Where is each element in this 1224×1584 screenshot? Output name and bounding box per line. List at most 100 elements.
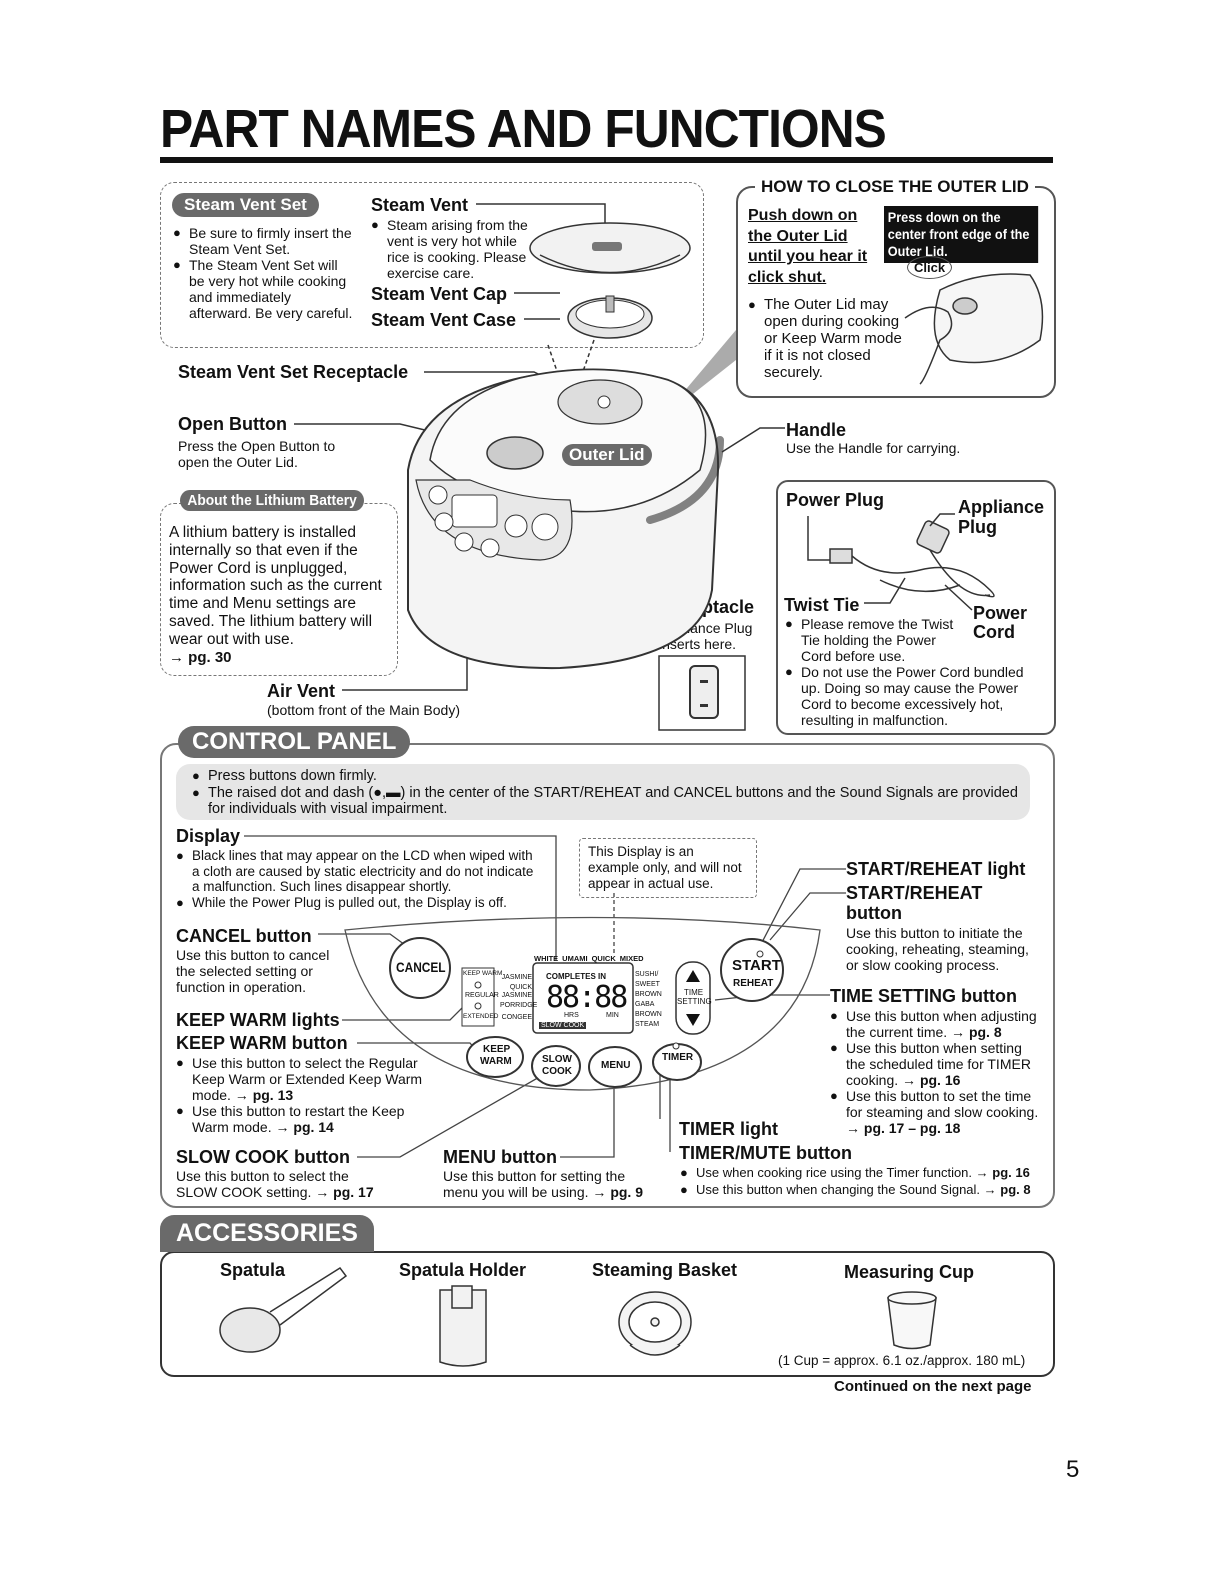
handle-label: Handle: [786, 420, 847, 440]
start-note: Use this button to initiate the cooking,…: [846, 925, 1029, 973]
steam-vent-label: Steam Vent: [371, 195, 469, 215]
click-label: Click: [907, 256, 953, 279]
menu-sushi-sweet: SUSHI/ SWEET: [635, 971, 660, 988]
slow-cook-note-text: Use this button to select the SLOW COOK …: [176, 1168, 349, 1200]
steam-vent-set-note-2: The Steam Vent Set will be very hot whil…: [173, 257, 355, 321]
menu-label: MENU button: [443, 1147, 557, 1167]
keep-warm-note-1-text: Use this button to select the Regular Ke…: [192, 1055, 423, 1103]
display-note-1: Black lines that may appear on the LCD w…: [176, 848, 541, 895]
steam-vent-cap-icon: [529, 222, 691, 274]
receptacle-label: Steam Vent Set Receptacle: [178, 362, 409, 382]
panel-min: MIN: [606, 1012, 619, 1019]
accessories-box: [160, 1251, 1055, 1377]
start-light-label: START/REHEAT light: [846, 859, 1026, 879]
power-note-1: Please remove the Twist Tie holding the …: [785, 616, 1040, 664]
page-title: PART NAMES AND FUNCTIONS: [160, 99, 887, 159]
power-notes: Please remove the Twist Tie holding the …: [785, 616, 1040, 728]
panel-right-menus: SUSHI/ SWEET BROWN GABA BROWN STEAM: [635, 970, 665, 1030]
menu-jasmine: JASMINE: [501, 974, 532, 981]
keep-warm-note-1: Use this button to select the Regular Ke…: [176, 1055, 426, 1103]
time-setting-label: TIME SETTING button: [830, 986, 1017, 1006]
accessory-steaming-basket: Steaming Basket: [592, 1260, 738, 1280]
timer-note-1-ref: pg. 16: [992, 1165, 1030, 1180]
cancel-label: CANCEL button: [176, 926, 312, 946]
timer-note-2: Use this button when changing the Sound …: [680, 1181, 1050, 1198]
outer-lid-pill: Outer Lid: [562, 444, 652, 466]
panel-completes-in: COMPLETES IN: [546, 972, 607, 981]
timer-note-1: Use when cooking rice using the Timer fu…: [680, 1164, 1050, 1181]
menu-umami: UMAMI: [562, 954, 588, 963]
outer-lid-note-text: The Outer Lid may open during cooking or…: [748, 296, 913, 381]
slow-cook-label: SLOW COOK button: [176, 1147, 350, 1167]
panel-timer-text[interactable]: TIMER: [662, 1052, 694, 1063]
panel-reheat-text[interactable]: REHEAT: [733, 978, 774, 989]
steam-vent-note-text: Steam arising from the vent is very hot …: [371, 217, 541, 281]
slow-cook-note: Use this button to select the SLOW COOK …: [176, 1168, 391, 1200]
panel-setting-text[interactable]: SETTING: [677, 997, 712, 1006]
timer-mute-label: TIMER/MUTE button: [679, 1143, 852, 1163]
open-button-note: Press the Open Button to open the Outer …: [178, 438, 336, 470]
display-label: Display: [176, 826, 241, 846]
handle-note: Use the Handle for carrying.: [786, 440, 961, 456]
steam-vent-set-pill: Steam Vent Set: [172, 193, 319, 217]
time-setting-note-1-ref: pg. 8: [968, 1024, 1002, 1040]
steam-vent-case-icon: [567, 295, 653, 339]
air-vent-note: (bottom front of the Main Body): [267, 702, 460, 718]
panel-time-text[interactable]: TIME: [684, 988, 704, 997]
panel-top-menus: WHITE UMAMI QUICK MIXED: [534, 954, 644, 963]
time-setting-note-3: Use this button to set the time for stea…: [830, 1088, 1045, 1136]
start-button-label: START/REHEAT button: [846, 883, 983, 923]
outer-lid-heading: HOW TO CLOSE THE OUTER LID: [755, 177, 1035, 197]
power-plug-box: [776, 480, 1056, 735]
accessory-spatula-holder: Spatula Holder: [399, 1260, 527, 1280]
timer-light-label: TIMER light: [679, 1119, 778, 1139]
steaming-basket-icon: [618, 1291, 692, 1356]
display-example: This Display is an example only, and wil…: [579, 838, 757, 898]
panel-start-text[interactable]: START: [732, 957, 781, 974]
appliance-plug-label: Appliance Plug: [958, 497, 1045, 537]
time-setting-note-1-text: Use this button when adjusting the curre…: [846, 1008, 1037, 1040]
menu-ref: pg. 9: [610, 1184, 643, 1200]
display-notes: Black lines that may appear on the LCD w…: [176, 848, 541, 910]
panel-kw-regular: REGULAR: [465, 992, 499, 999]
panel-cancel-button[interactable]: CANCEL: [396, 959, 446, 975]
outer-lid-callout: Press down on the center front edge of t…: [884, 206, 1039, 263]
power-note-2: Do not use the Power Cord bundled up. Do…: [785, 664, 1040, 728]
panel-warm-text[interactable]: WARM: [480, 1056, 512, 1067]
menu-white: WHITE: [534, 954, 559, 963]
steam-vent-set-notes: Be sure to firmly insert the Steam Vent …: [173, 225, 355, 321]
menu-gaba-brown: GABA BROWN: [635, 1001, 662, 1018]
control-panel-note-2: The raised dot and dash (●,▬) in the cen…: [192, 785, 1022, 818]
panel-keep-text[interactable]: KEEP: [483, 1044, 511, 1055]
control-panel-notes: Press buttons down firmly. The raised do…: [192, 768, 1022, 818]
panel-digits: 88:88: [546, 980, 628, 1015]
accessory-spatula: Spatula: [220, 1260, 286, 1280]
panel-slow-text[interactable]: SLOW: [542, 1054, 572, 1065]
timer-note-1-text: Use when cooking rice using the Timer fu…: [696, 1165, 989, 1180]
cup-note: (1 Cup = approx. 6.1 oz./approx. 180 mL): [778, 1353, 1026, 1368]
time-setting-note-2-ref: pg. 16: [919, 1072, 961, 1088]
power-plug-label: Power Plug: [786, 490, 885, 510]
time-setting-note-3-ref: pg. 17 – pg. 18: [863, 1120, 961, 1136]
menu-quick: QUICK: [591, 954, 616, 963]
keep-warm-lights-label: KEEP WARM lights: [176, 1010, 340, 1030]
menu-note-text: Use this button for setting the menu you…: [443, 1168, 626, 1200]
keep-warm-notes: Use this button to select the Regular Ke…: [176, 1055, 426, 1135]
lithium-pill: About the Lithium Battery: [180, 490, 365, 511]
spatula-holder-icon: [439, 1285, 487, 1367]
title-rule: [160, 157, 1053, 163]
menu-porridge: PORRIDGE: [500, 1002, 538, 1009]
plug-receptacle-icon: [658, 655, 746, 731]
time-setting-note-3-text: Use this button to set the time for stea…: [846, 1088, 1039, 1136]
menu-note: Use this button for setting the menu you…: [443, 1168, 658, 1200]
timer-notes: Use when cooking rice using the Timer fu…: [680, 1164, 1050, 1198]
air-vent-label: Air Vent: [267, 681, 336, 701]
panel-menu-text[interactable]: MENU: [601, 1060, 631, 1071]
menu-brown: BROWN: [635, 991, 662, 998]
slow-cook-ref: pg. 17: [333, 1184, 374, 1200]
keep-warm-note-2-ref: pg. 14: [293, 1119, 334, 1135]
steam-vent-note: Steam arising from the vent is very hot …: [371, 217, 541, 281]
open-button-label: Open Button: [178, 414, 287, 434]
panel-cook-text[interactable]: COOK: [542, 1066, 572, 1077]
